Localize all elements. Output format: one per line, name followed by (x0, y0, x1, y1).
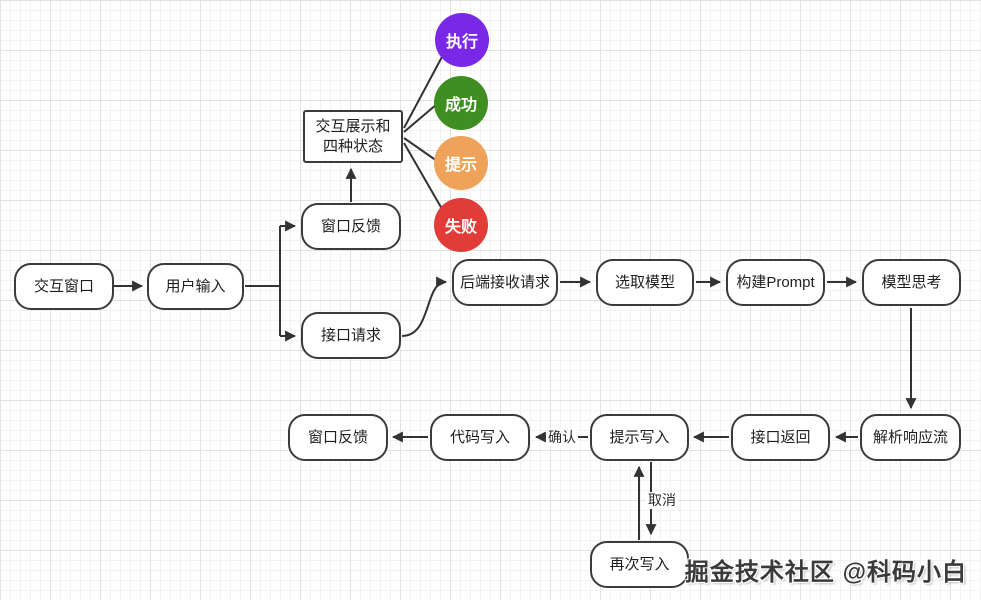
node-api-return: 接口返回 (731, 414, 830, 461)
node-label-line2: 四种状态 (322, 137, 383, 155)
node-label: 窗口反馈 (307, 428, 368, 446)
node-label: 窗口反馈 (320, 217, 381, 235)
edge-api-request-to-backend (401, 276, 448, 337)
edge-label-confirm: 确认 (546, 429, 578, 446)
node-api-request: 接口请求 (301, 312, 401, 359)
node-label: 解析响应流 (872, 428, 948, 446)
state-label: 失败 (444, 219, 477, 236)
node-prompt-write: 提示写入 (590, 414, 689, 461)
node-label: 模型思考 (881, 273, 942, 291)
node-label: 选取模型 (614, 273, 675, 291)
node-label: 用户输入 (165, 277, 226, 295)
node-select-model: 选取模型 (596, 259, 694, 306)
node-interactive-window: 交互窗口 (14, 263, 114, 310)
node-model-think: 模型思考 (862, 259, 961, 306)
node-label: 提示写入 (609, 428, 670, 446)
edge-display-states-to-execute (403, 54, 444, 129)
state-circle-hint: 提示 (434, 136, 488, 190)
state-circle-fail: 失败 (434, 198, 488, 252)
node-window-feedback-top: 窗口反馈 (301, 203, 401, 250)
node-build-prompt: 构建Prompt (726, 259, 825, 306)
edge-display-states-to-fail (403, 142, 443, 210)
node-label: 交互窗口 (33, 277, 94, 295)
state-label: 执行 (445, 34, 478, 51)
node-display-states: 交互展示和 四种状态 (303, 110, 403, 163)
node-label: 代码写入 (449, 428, 510, 446)
watermark-text: 掘金技术社区 @科码小白 (684, 559, 967, 586)
edge-label-cancel: 取消 (646, 492, 678, 509)
node-window-feedback-bottom: 窗口反馈 (288, 414, 388, 461)
state-label: 提示 (444, 157, 477, 174)
state-circle-execute: 执行 (435, 13, 489, 67)
node-label-line1: 交互展示和 (315, 118, 391, 135)
node-label: 接口返回 (750, 428, 811, 446)
node-write-again: 再次写入 (590, 541, 689, 588)
node-code-write: 代码写入 (430, 414, 530, 461)
edge-display-states-to-hint (403, 137, 438, 162)
node-label: 再次写入 (609, 555, 670, 573)
node-label: 后端接收请求 (459, 273, 550, 291)
state-circle-success: 成功 (434, 76, 488, 130)
node-label: 接口请求 (320, 326, 381, 344)
node-backend-receive: 后端接收请求 (452, 259, 558, 306)
edge-display-states-to-success (403, 103, 438, 133)
state-label: 成功 (444, 97, 477, 114)
node-user-input: 用户输入 (147, 263, 244, 310)
node-label: 构建Prompt (736, 273, 815, 291)
node-parse-stream: 解析响应流 (860, 414, 961, 461)
